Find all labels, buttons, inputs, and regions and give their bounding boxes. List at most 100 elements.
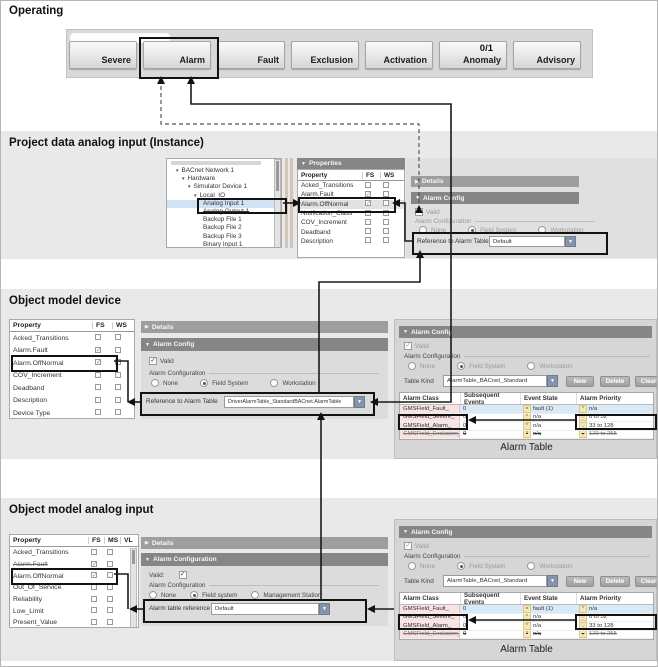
property-row[interactable]: Acked_Transitions bbox=[298, 181, 404, 190]
tree-item[interactable]: ▼Hardware bbox=[167, 175, 277, 183]
tree-item[interactable]: Binary Input 1 bbox=[167, 241, 277, 247]
fs-checkbox[interactable] bbox=[365, 181, 371, 188]
expander-icon[interactable]: ▼ bbox=[187, 184, 192, 190]
ws-checkbox[interactable] bbox=[115, 396, 121, 403]
radio-none[interactable] bbox=[408, 562, 416, 570]
ws-checkbox[interactable] bbox=[383, 218, 389, 225]
ms-checkbox[interactable] bbox=[107, 595, 113, 602]
clear-button[interactable]: Clear bbox=[635, 576, 657, 587]
dropdown-button-icon[interactable]: ▼ bbox=[319, 603, 330, 615]
tree-scrollbar-thumb[interactable] bbox=[276, 161, 279, 191]
details-bar[interactable]: ▶Details bbox=[141, 321, 388, 333]
radio-workstation[interactable] bbox=[527, 362, 536, 370]
ms-checkbox[interactable] bbox=[107, 607, 113, 614]
ws-checkbox[interactable] bbox=[115, 334, 121, 341]
delete-button[interactable]: Delete bbox=[600, 376, 630, 387]
expander-icon[interactable]: ▼ bbox=[193, 192, 198, 198]
dropdown-button-icon[interactable]: ▼ bbox=[547, 375, 558, 387]
ws-checkbox[interactable] bbox=[115, 346, 121, 353]
alarm-configuration-bar[interactable]: ▼Alarm Configuration bbox=[141, 553, 388, 566]
ws-checkbox[interactable] bbox=[383, 228, 389, 235]
tree-item[interactable]: ▼Simulator Device 1 bbox=[167, 183, 277, 191]
property-row[interactable]: Reliability bbox=[10, 594, 138, 606]
alarm-table-row[interactable]: GMSField_Alarm_ 0 *n/a ..33 to 128 bbox=[400, 422, 653, 431]
alarm-table-row[interactable]: GMSField_Exclusion_ 0 *n/a ..129 to 255 bbox=[400, 430, 653, 439]
valid-checkbox[interactable]: ✓ bbox=[404, 342, 412, 350]
ws-checkbox[interactable] bbox=[383, 237, 389, 244]
alarm-table-row[interactable]: GMSField_Fault_ 0 =fault (1) *n/a bbox=[400, 605, 653, 614]
property-row[interactable]: Device Type bbox=[10, 407, 134, 418]
delete-button[interactable]: Delete bbox=[600, 576, 630, 587]
fs-checkbox[interactable] bbox=[95, 409, 101, 416]
property-row[interactable]: Acked_Transitions bbox=[10, 332, 134, 345]
property-row[interactable]: Low_Limit bbox=[10, 605, 138, 617]
alarm-table-row[interactable]: GMSField_Severe_ 0 *n/a ..0 to 32 bbox=[400, 413, 653, 422]
fs-checkbox[interactable]: ✓ bbox=[95, 359, 101, 366]
operating-button[interactable]: 0/1 Anomaly bbox=[439, 41, 507, 69]
radio-field-system[interactable] bbox=[457, 562, 466, 570]
fs-checkbox[interactable] bbox=[95, 384, 101, 391]
tree-item[interactable]: ▼BACnet Network 1 bbox=[167, 167, 277, 175]
alarm-table-row[interactable]: GMSField_Exclusion_ 0 *n/a ..129 to 255 bbox=[400, 630, 653, 639]
fs-checkbox[interactable]: ✓ bbox=[91, 572, 97, 579]
table-scrollbar-thumb[interactable] bbox=[132, 550, 135, 564]
dropdown-button-icon[interactable]: ▼ bbox=[547, 575, 558, 587]
operating-button[interactable]: Fault bbox=[217, 41, 285, 69]
ms-checkbox[interactable] bbox=[107, 548, 113, 555]
property-row[interactable]: Description bbox=[10, 395, 134, 408]
fs-checkbox[interactable] bbox=[365, 228, 371, 235]
ms-checkbox[interactable] bbox=[107, 560, 113, 567]
radio-field-system[interactable] bbox=[190, 591, 199, 599]
fs-checkbox[interactable] bbox=[91, 618, 97, 625]
property-row[interactable]: Alarm.Fault ✓ bbox=[10, 345, 134, 358]
new-button[interactable]: New bbox=[566, 376, 594, 387]
tree-item[interactable]: Backup File 3 bbox=[167, 233, 277, 241]
property-row[interactable]: Present_Value bbox=[10, 617, 138, 627]
table-kind-dropdown[interactable]: AlarmTable_BACnet_Standard bbox=[443, 575, 547, 587]
fs-checkbox[interactable] bbox=[365, 237, 371, 244]
fs-checkbox[interactable] bbox=[91, 595, 97, 602]
table-kind-dropdown[interactable]: AlarmTable_BACnet_Standard bbox=[443, 375, 547, 387]
valid-checkbox[interactable] bbox=[415, 208, 423, 216]
operating-button[interactable]: Alarm bbox=[143, 41, 211, 69]
property-row[interactable]: COV_Increment bbox=[298, 218, 404, 227]
clear-button[interactable]: Clear bbox=[635, 376, 657, 387]
splitter[interactable] bbox=[290, 158, 293, 248]
property-row[interactable]: Alarm.OffNormal ✓ bbox=[10, 570, 138, 582]
ms-checkbox[interactable] bbox=[107, 618, 113, 625]
ws-checkbox[interactable] bbox=[115, 384, 121, 391]
valid-checkbox[interactable]: ✓ bbox=[149, 357, 157, 365]
radio-management-station[interactable] bbox=[251, 591, 260, 599]
radio-none[interactable] bbox=[151, 379, 159, 387]
fs-checkbox[interactable] bbox=[95, 334, 101, 341]
alarm-table-row[interactable]: GMSField_Fault_ 0 =fault (1) *n/a bbox=[400, 405, 653, 414]
expander-icon[interactable]: ▼ bbox=[181, 176, 186, 182]
details-bar[interactable]: ▶Details bbox=[411, 176, 579, 187]
fs-checkbox[interactable] bbox=[95, 396, 101, 403]
fs-checkbox[interactable] bbox=[91, 548, 97, 555]
details-bar[interactable]: ▶Details bbox=[141, 537, 388, 549]
property-row[interactable]: Acked_Transitions bbox=[10, 547, 138, 559]
alarm-config-bar[interactable]: ▼Alarm Config bbox=[399, 326, 652, 338]
radio-field-system[interactable] bbox=[457, 362, 466, 370]
fs-checkbox[interactable] bbox=[95, 371, 101, 378]
property-row[interactable]: Alarm.Fault ✓ bbox=[10, 559, 138, 571]
alarm-table-row[interactable]: GMSField_Severe_ 0 *n/a ..0 to 32 bbox=[400, 613, 653, 622]
ws-checkbox[interactable] bbox=[115, 409, 121, 416]
radio-workstation[interactable] bbox=[527, 562, 536, 570]
alarm-config-bar[interactable]: ▼Alarm Config bbox=[141, 338, 388, 351]
table-scrollbar[interactable] bbox=[130, 548, 137, 627]
expander-icon[interactable]: ▼ bbox=[175, 168, 180, 173]
tree-item[interactable]: Backup File 2 bbox=[167, 224, 277, 232]
tree-item[interactable]: Backup File 1 bbox=[167, 216, 277, 224]
radio-none[interactable] bbox=[408, 362, 416, 370]
new-button[interactable]: New bbox=[566, 576, 594, 587]
ms-checkbox[interactable] bbox=[107, 572, 113, 579]
operating-button[interactable]: Exclusion bbox=[291, 41, 359, 69]
property-row[interactable]: Deadband bbox=[298, 227, 404, 236]
alarm-config-bar[interactable]: ▼Alarm Config bbox=[399, 526, 652, 538]
valid-checkbox[interactable]: ✓ bbox=[178, 571, 187, 579]
fs-checkbox[interactable]: ✓ bbox=[95, 346, 101, 353]
fs-checkbox[interactable] bbox=[365, 218, 371, 225]
property-row[interactable]: Deadband bbox=[10, 382, 134, 395]
